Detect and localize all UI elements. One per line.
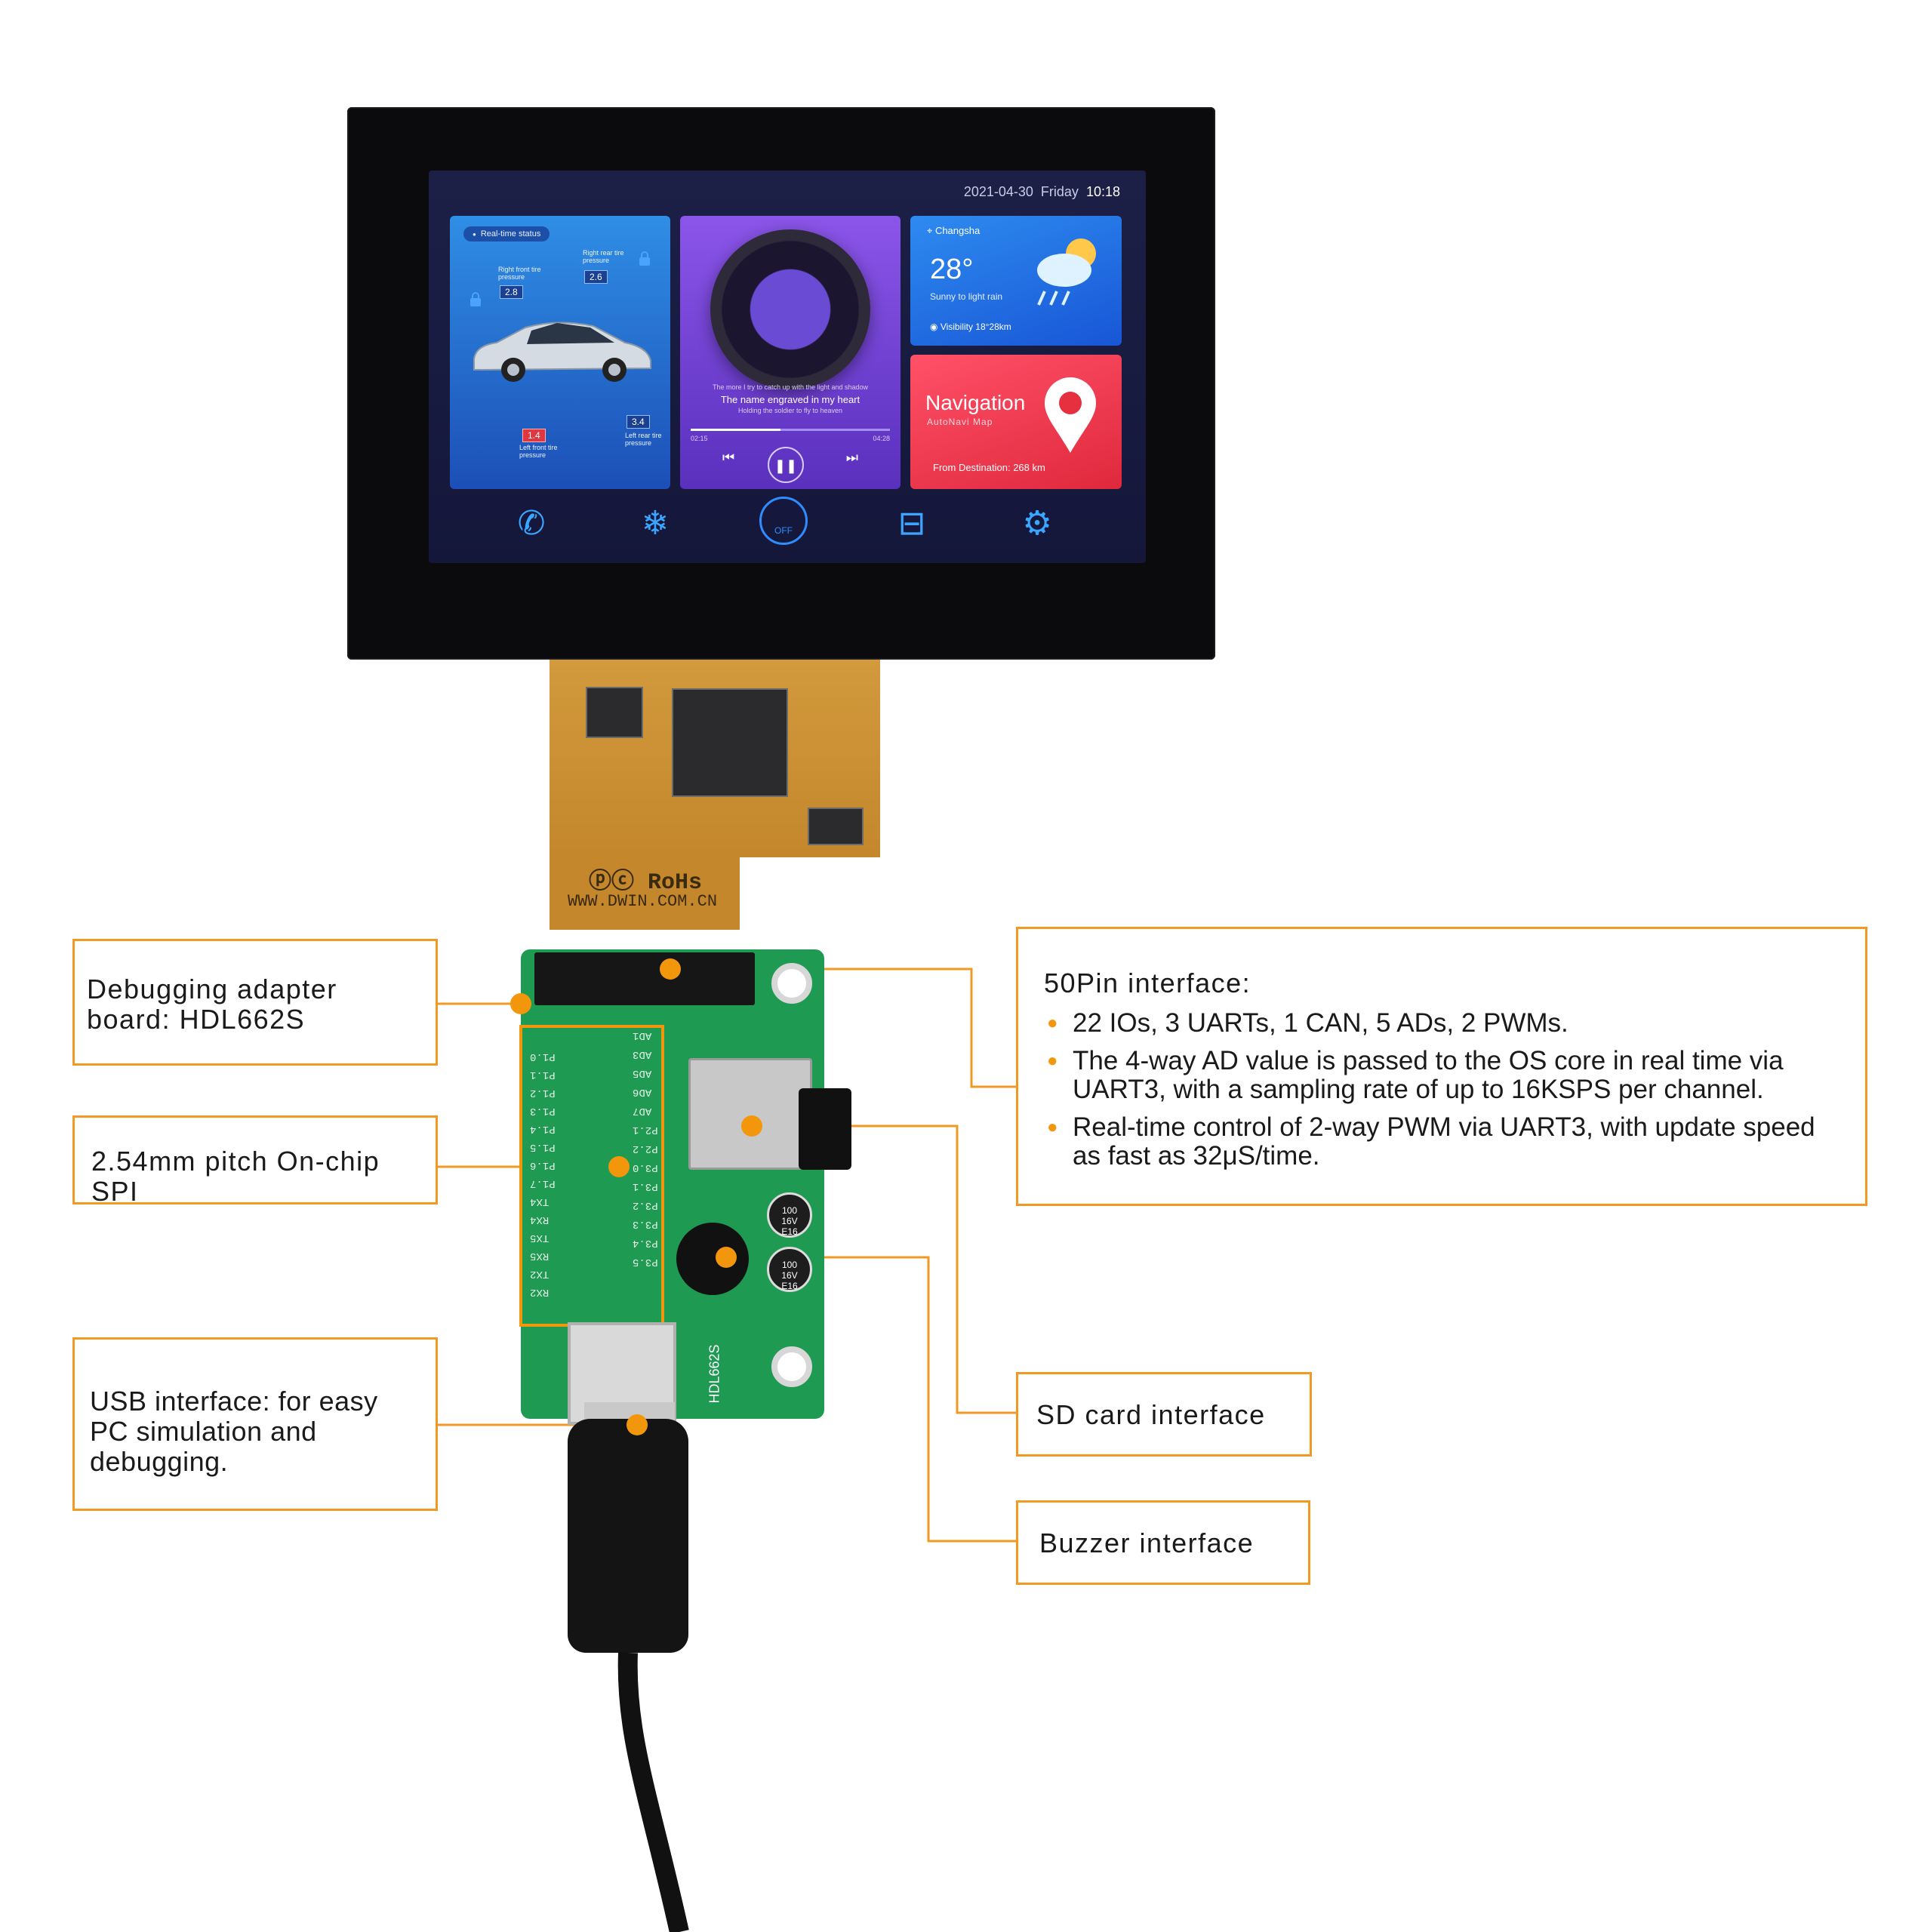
fpc-url: WWW.DWIN.COM.CN (568, 892, 718, 911)
car-image (473, 321, 651, 382)
sd-card (799, 1088, 851, 1170)
display-screen: 2021-04-30 Friday 10:18 Real-time status… (429, 171, 1146, 563)
weather-description: Sunny to light rain (930, 291, 1003, 302)
buzzer-text: Buzzer interface (1039, 1527, 1255, 1558)
status-date: 2021-04-30 (963, 184, 1033, 199)
music-subtitle: The more I try to catch up with the ligh… (712, 383, 869, 391)
map-pin-icon (1045, 377, 1096, 453)
sd-card-text: SD card interface (1036, 1399, 1266, 1430)
music-title: The name engraved in my heart (720, 394, 860, 405)
music-subtitle-2: Holding the soldier to fly to heaven (737, 407, 843, 414)
weather-cloud-sun-icon (1037, 238, 1096, 306)
lr-tire-value: 3.4 (627, 415, 650, 429)
navigation-title: Navigation (925, 391, 1026, 414)
callout-dot (510, 993, 531, 1014)
usb-text: USB interface: for easy PC simulation an… (90, 1386, 378, 1477)
debug-board-callout: Debugging adapter board: HDL662S (72, 939, 438, 1066)
status-weekday: Friday (1040, 184, 1079, 199)
lock-icon (470, 292, 481, 306)
navigation-subtitle: AutoNavi Map (927, 417, 993, 427)
phone-icon[interactable]: ✆ (517, 505, 546, 542)
pin50-title: 50Pin interface: (1044, 968, 1251, 998)
callout-dot (608, 1156, 630, 1177)
weather-city: ⌖ Changsha (927, 225, 981, 236)
gear-icon[interactable]: ⚙ (1022, 505, 1052, 542)
music-progress-fill (691, 429, 780, 431)
pin50-item: 22 IOs, 3 UARTs, 1 CAN, 5 ADs, 2 PWMs. (1044, 1009, 1847, 1038)
capacitor: 100 16V E16 (767, 1247, 812, 1292)
realtime-status-pill: Real-time status (463, 226, 550, 242)
spi-text: 2.54mm pitch On-chip SPI (91, 1146, 380, 1207)
lf-tire-label: Left front tire pressure (519, 444, 558, 459)
buzzer (676, 1223, 749, 1295)
rohs-logo-text: RoHs (648, 870, 703, 896)
weather-city-name: Changsha (934, 225, 981, 236)
music-progress-bar[interactable] (691, 429, 890, 431)
fpc-tail (550, 857, 740, 930)
usb-cable-plug[interactable] (568, 1419, 688, 1653)
weather-card[interactable]: ⌖ Changsha 28° Sunny to light rain ◉ Vis… (910, 216, 1122, 346)
pin50-callout: 50Pin interface: 22 IOs, 3 UARTs, 1 CAN,… (1016, 927, 1867, 1206)
weather-visibility-text: Visibility 18°28km (940, 321, 1011, 332)
pin50-item: Real-time control of 2-way PWM via UART3… (1044, 1113, 1847, 1171)
spi-callout: 2.54mm pitch On-chip SPI (72, 1115, 438, 1207)
callout-dot (660, 958, 681, 980)
sd-card-callout: SD card interface (1016, 1372, 1312, 1457)
music-total: 04:28 (873, 435, 890, 442)
rr-tire-label: Right rear tire pressure (583, 249, 624, 264)
fan-off-label: OFF (774, 525, 793, 536)
fpc-connector[interactable] (534, 952, 755, 1005)
callout-dot (716, 1247, 737, 1268)
status-bar: 2021-04-30 Friday 10:18 (964, 184, 1120, 200)
radio-icon[interactable]: ⊟ (897, 505, 926, 542)
usb-callout: USB interface: for easy PC simulation an… (72, 1337, 438, 1511)
capacitor: 100 16V E16 (767, 1192, 812, 1238)
navigation-card[interactable]: Navigation AutoNavi Map From Destination… (910, 355, 1122, 489)
car-status-card[interactable]: Real-time status Right front tire pressu… (450, 216, 670, 489)
music-player-card[interactable]: The more I try to catch up with the ligh… (680, 216, 901, 489)
previous-icon[interactable]: ⏮ (722, 450, 735, 465)
music-elapsed: 02:15 (691, 435, 708, 442)
weather-visibility: ◉ Visibility 18°28km (930, 321, 1011, 332)
rf-tire-value: 2.8 (500, 285, 523, 299)
pin50-item: The 4-way AD value is passed to the OS c… (1044, 1047, 1847, 1104)
callout-dot (627, 1414, 648, 1435)
main-chip (672, 688, 788, 797)
status-time: 10:18 (1085, 184, 1120, 199)
fan-off-button[interactable]: OFF (759, 497, 808, 545)
album-art (710, 229, 870, 389)
fpc-flex-board (550, 660, 880, 857)
lr-tire-label: Left rear tire pressure (625, 432, 662, 447)
pause-button[interactable]: ❚❚ (768, 447, 804, 483)
lf-tire-value: 1.4 (522, 429, 546, 442)
pin50-list: 22 IOs, 3 UARTs, 1 CAN, 5 ADs, 2 PWMs. T… (1044, 1009, 1847, 1171)
regulator-chip (808, 808, 864, 845)
lock-icon (639, 251, 650, 266)
debug-board-text: Debugging adapter board: HDL662S (87, 974, 337, 1035)
mount-hole (771, 1346, 812, 1387)
rohs-logo: ⓟⓒ RoHs (589, 870, 703, 896)
rr-tire-value: 2.6 (584, 270, 608, 284)
buzzer-callout: Buzzer interface (1016, 1500, 1310, 1585)
mount-hole (771, 963, 812, 1004)
rf-tire-label: Right front tire pressure (498, 266, 541, 281)
callout-dot (741, 1115, 762, 1137)
navigation-distance: From Destination: 268 km (933, 462, 1045, 473)
flash-chip (586, 687, 643, 738)
weather-temperature: 28° (930, 254, 974, 285)
snowflake-icon[interactable]: ❄ (641, 505, 670, 542)
next-icon[interactable]: ⏭ (845, 450, 858, 465)
